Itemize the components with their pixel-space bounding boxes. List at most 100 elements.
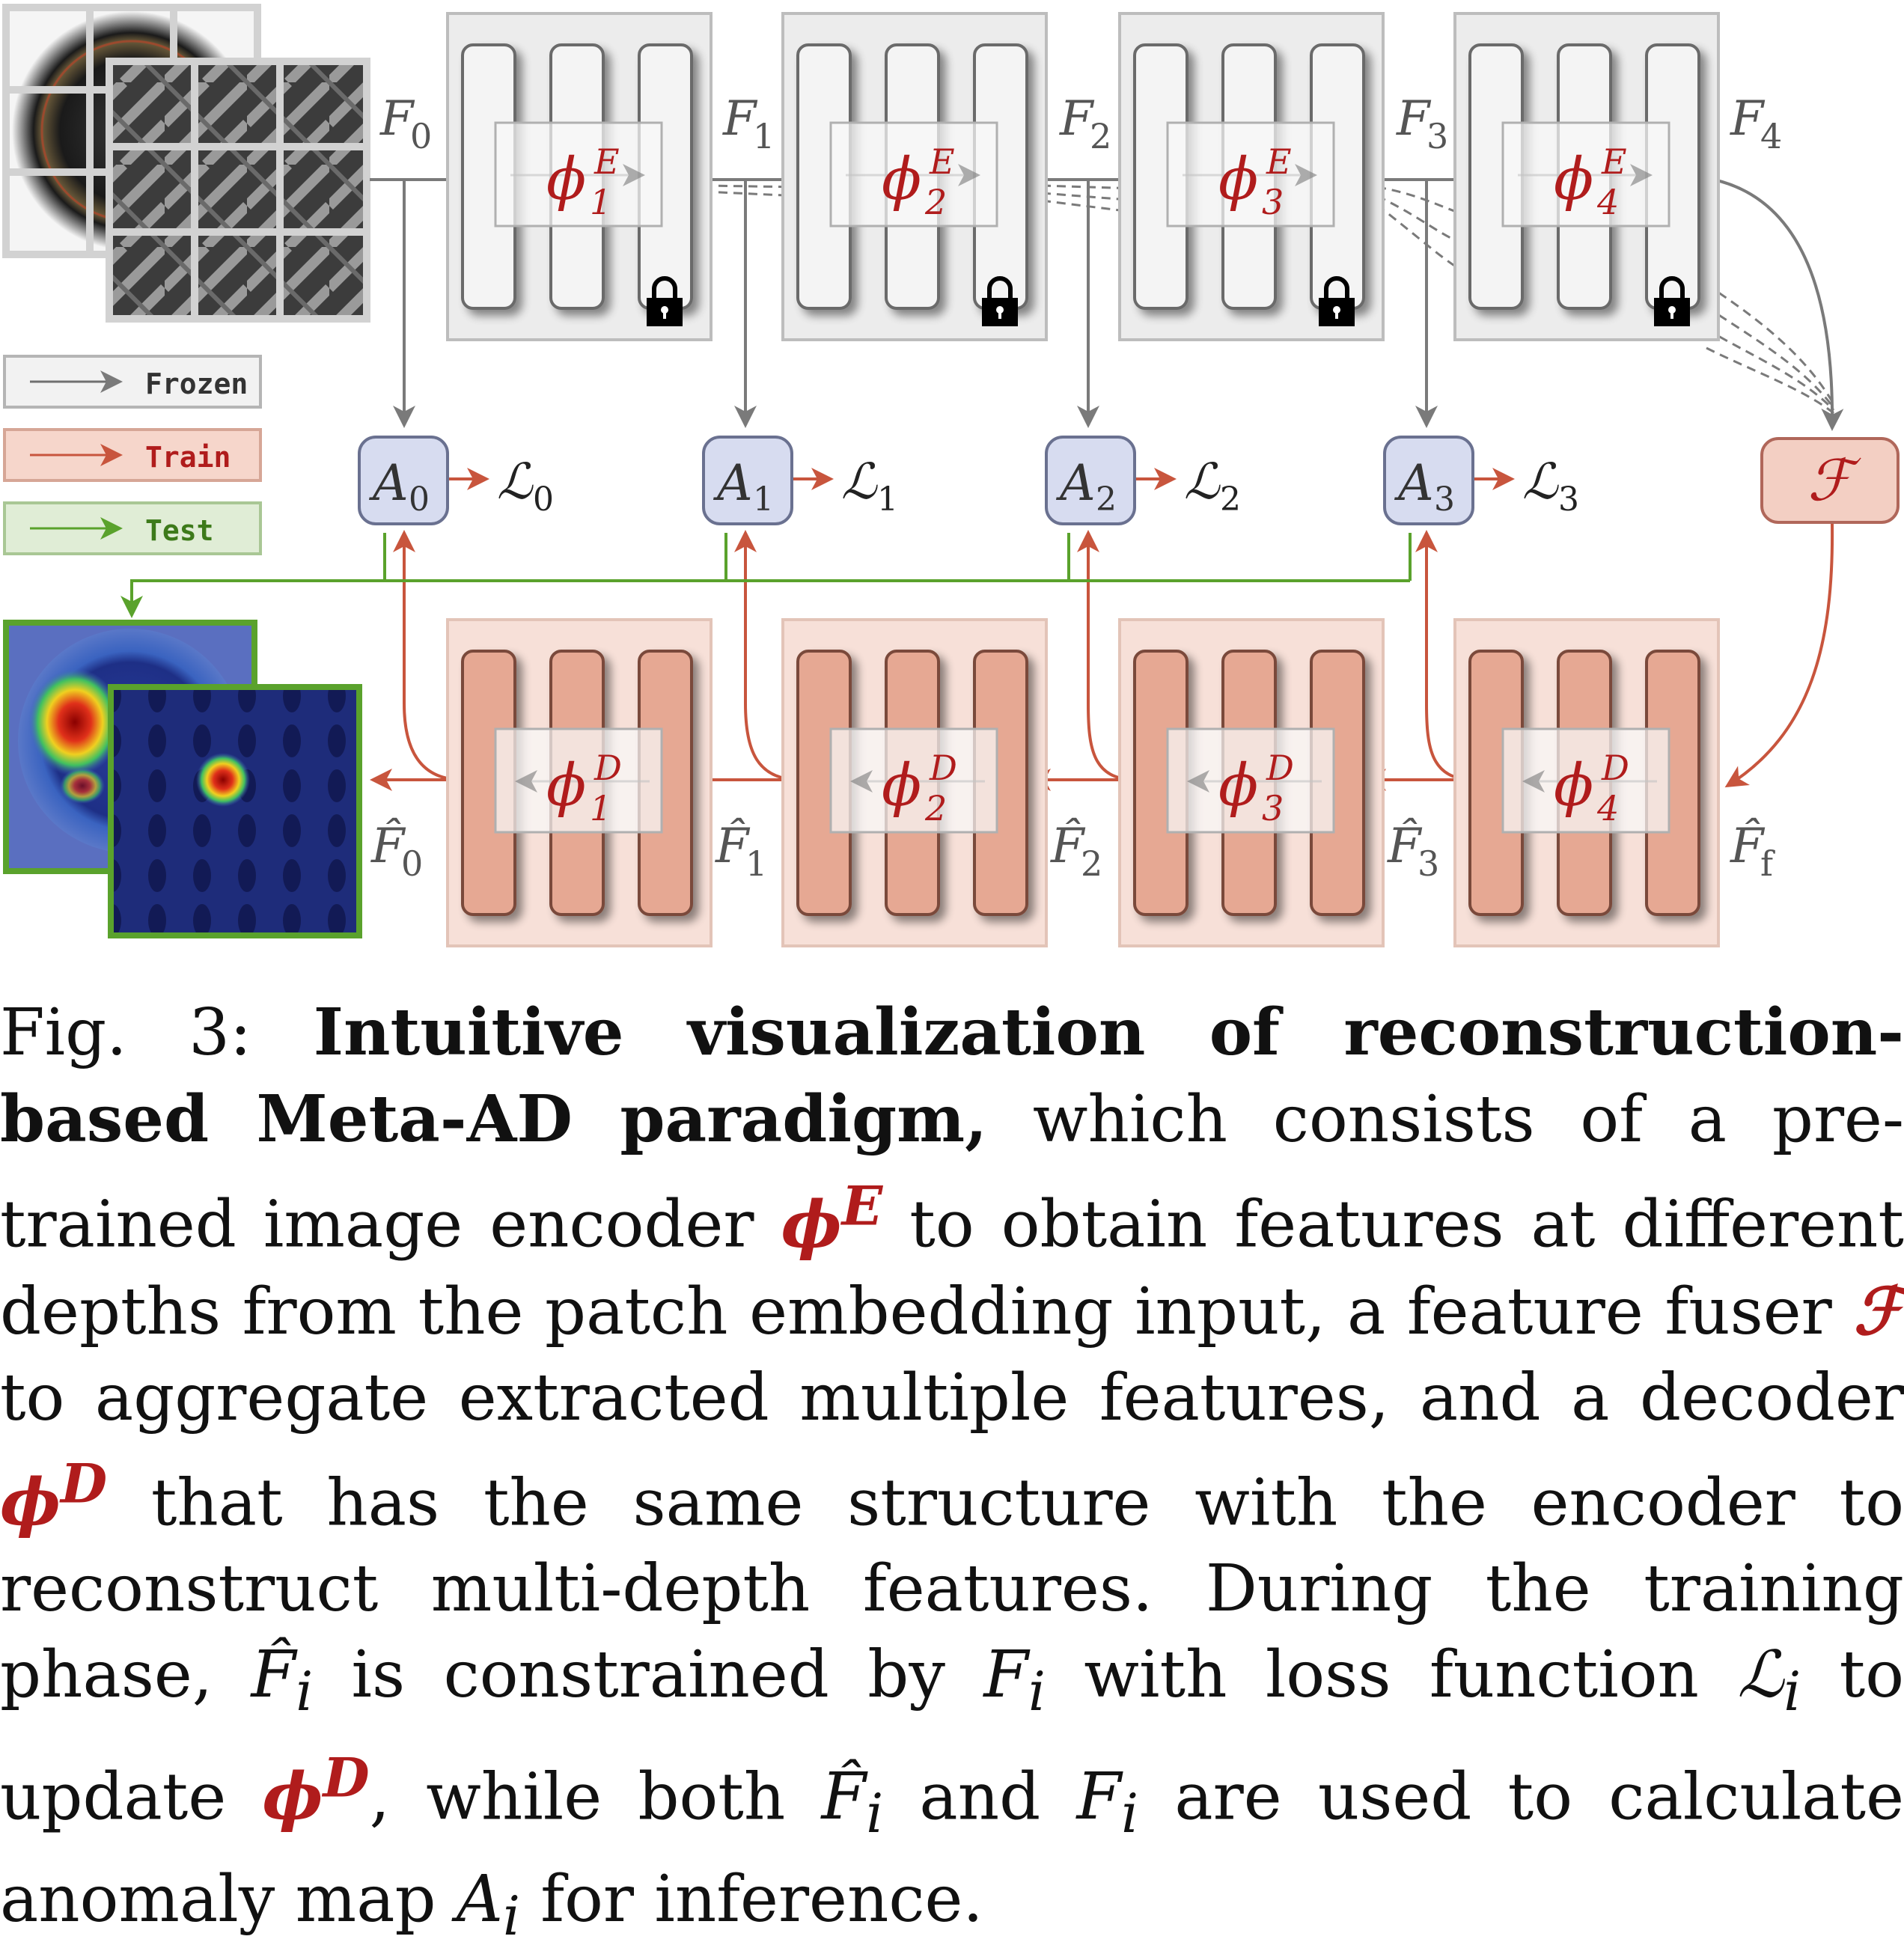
legend: Frozen Train Test	[3, 355, 262, 555]
caption-phi-e: ϕE	[781, 1174, 883, 1263]
encoder-block-label: ϕ	[1554, 146, 1593, 213]
svg-text:A: A	[1055, 454, 1096, 512]
svg-text:D: D	[929, 748, 957, 788]
caption-phi-d: ϕD	[0, 1452, 108, 1541]
input-images	[2, 4, 370, 323]
encoder-block-label: ϕ	[882, 146, 921, 213]
lock-icon	[647, 276, 683, 326]
svg-text:f: f	[1760, 843, 1775, 884]
caption-text-8: , while both	[369, 1759, 822, 1835]
caption-fhat-i-2: F̂i	[821, 1759, 884, 1845]
svg-text:2: 2	[1220, 480, 1241, 519]
legend-item-frozen: Frozen	[3, 355, 262, 409]
figure-caption: Fig. 3: Intuitive visualization of recon…	[0, 989, 1904, 1960]
svg-text:0: 0	[410, 116, 432, 156]
caption-fhat-i-1: F̂i	[251, 1637, 314, 1724]
svg-text:F: F	[722, 91, 758, 147]
svg-text:F: F	[1059, 91, 1095, 147]
caption-text-11: for inference.	[519, 1862, 983, 1938]
caption-l-i: ℒi	[1737, 1637, 1801, 1724]
encoder-block-label: ϕ	[546, 146, 586, 213]
output-heatmaps	[3, 620, 362, 938]
legend-item-test: Test	[3, 501, 262, 555]
decoder-block-label: ϕ	[1554, 752, 1593, 819]
decoder-feature-3: F̂3	[1387, 818, 1439, 884]
lock-icon	[1319, 276, 1355, 326]
caption-f-i-1: Fi	[983, 1637, 1046, 1724]
caption-a-i: Ai	[456, 1862, 520, 1948]
svg-text:2: 2	[924, 182, 947, 222]
svg-text:3: 3	[1558, 480, 1579, 519]
legend-label-test: Test	[145, 514, 214, 547]
caption-f-i-2: Fi	[1076, 1759, 1139, 1845]
svg-text:F̂: F̂	[1387, 818, 1423, 874]
lock-icon	[1654, 276, 1690, 326]
svg-text:2: 2	[924, 788, 947, 828]
caption-text-9: and	[883, 1759, 1077, 1835]
svg-text:2: 2	[1081, 843, 1102, 884]
svg-text:E: E	[929, 141, 955, 182]
svg-text:ℒ: ℒ	[1522, 453, 1559, 510]
encoder-feature-0: F0	[379, 91, 432, 156]
decoder-feature-4: F̂f	[1730, 818, 1775, 884]
svg-text:0: 0	[409, 480, 430, 519]
lock-icon	[982, 276, 1018, 326]
svg-text:F̂: F̂	[715, 818, 751, 874]
feature-fuser: ℱ	[1760, 437, 1900, 524]
heatmap-mesh	[108, 684, 362, 938]
legend-item-train: Train	[3, 428, 262, 482]
caption-fuser-symbol: ℱ	[1853, 1273, 1904, 1349]
svg-text:1: 1	[745, 843, 767, 884]
decoder-block-label: ϕ	[1218, 752, 1258, 819]
caption-text-5: is constrained by	[313, 1637, 984, 1713]
encoder-feature-3: F3	[1396, 91, 1448, 156]
legend-label-train: Train	[145, 441, 231, 474]
svg-text:1: 1	[753, 480, 774, 519]
caption-title: Intuitive visualization of reconstructio…	[0, 995, 1904, 1157]
svg-text:3: 3	[1262, 182, 1284, 222]
input-image-mesh	[106, 58, 370, 323]
svg-text:F̂: F̂	[1050, 818, 1086, 874]
svg-text:0: 0	[401, 843, 423, 884]
decoder-feature-1: F̂1	[715, 818, 767, 884]
svg-text:3: 3	[1434, 480, 1455, 519]
svg-text:2: 2	[1090, 116, 1111, 156]
svg-text:ℒ: ℒ	[841, 453, 878, 510]
svg-text:D: D	[594, 748, 622, 788]
svg-text:F̂: F̂	[1730, 818, 1766, 874]
caption-fig-number: Fig. 3:	[0, 995, 314, 1070]
svg-text:ℒ: ℒ	[497, 453, 534, 510]
encoder-feature-4: F4	[1730, 91, 1782, 156]
svg-text:A: A	[368, 454, 409, 512]
svg-text:4: 4	[1596, 788, 1619, 828]
svg-text:A: A	[713, 454, 753, 512]
svg-text:3: 3	[1427, 116, 1448, 156]
svg-text:F̂: F̂	[370, 818, 406, 874]
caption-text-1: which consists of a pre-trained image en…	[0, 1082, 1904, 1263]
decoder-feature-0: F̂0	[370, 818, 423, 884]
svg-text:1: 1	[877, 480, 898, 519]
svg-text:0: 0	[533, 480, 554, 519]
svg-text:F: F	[379, 91, 415, 147]
svg-text:2: 2	[1096, 480, 1117, 519]
svg-text:E: E	[1601, 141, 1627, 182]
svg-text:3: 3	[1418, 843, 1439, 884]
